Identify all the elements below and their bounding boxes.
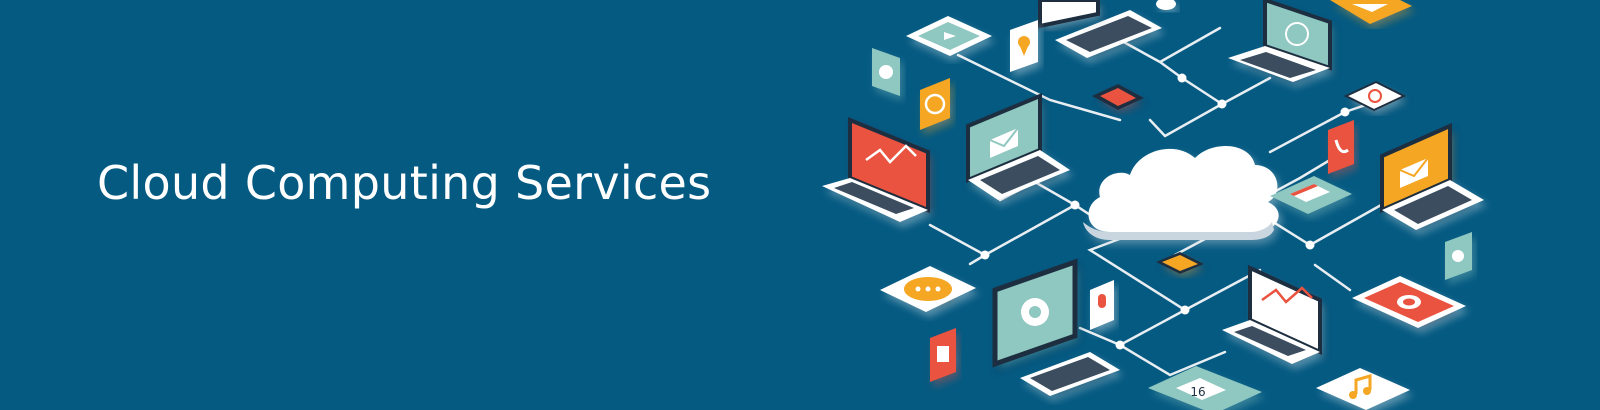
laptop-icon	[966, 93, 1070, 200]
tablet-icon	[906, 16, 992, 56]
banner-title: Cloud Computing Services	[97, 156, 712, 210]
chart-icon	[1261, 286, 1313, 304]
laptop-icon	[1222, 264, 1322, 364]
map-pin-icon	[1010, 20, 1038, 72]
mouse-icon	[1156, 0, 1176, 10]
document-icon	[930, 328, 956, 382]
smartphone-icon	[1156, 252, 1204, 274]
smartphone-icon	[1343, 80, 1407, 112]
globe-icon	[1285, 22, 1309, 46]
chart-icon	[865, 144, 917, 164]
gear-icon	[872, 48, 900, 96]
play-icon	[944, 32, 956, 40]
laptop-icon	[822, 117, 930, 222]
tablet-icon	[1330, 0, 1412, 24]
music-note-icon	[1316, 368, 1410, 410]
microphone-icon	[1090, 280, 1114, 330]
camera-icon	[1352, 276, 1466, 328]
clock-icon	[920, 78, 950, 130]
calendar-icon: 16	[1148, 366, 1262, 410]
calendar-icon	[1270, 176, 1352, 214]
keyboard-icon	[1055, 10, 1162, 58]
calendar-day-label: 16	[1190, 385, 1205, 399]
desktop-monitor-icon	[992, 258, 1078, 368]
camera-icon	[1445, 232, 1472, 280]
chat-bubble-icon	[880, 266, 976, 312]
smartphone-icon	[1092, 84, 1144, 110]
gear-icon	[1021, 298, 1049, 326]
laptop-icon	[1380, 122, 1484, 230]
cloud-icon	[1083, 145, 1279, 240]
laptop-icon	[1228, 0, 1332, 82]
desktop-monitor-icon	[1038, 0, 1100, 29]
phone-icon	[1328, 120, 1354, 174]
keyboard-icon	[1020, 352, 1120, 396]
